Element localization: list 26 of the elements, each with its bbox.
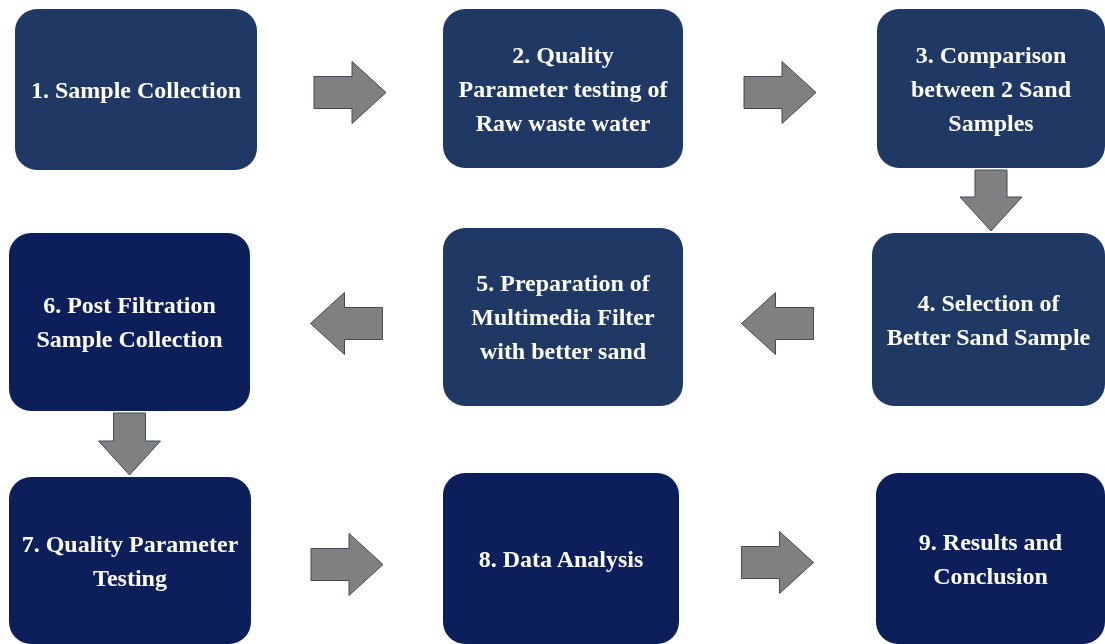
block-arrow	[741, 531, 814, 594]
block-arrow	[98, 412, 161, 476]
step-label: 6. Post Filtration Sample Collection	[35, 291, 224, 354]
block-arrow	[959, 169, 1023, 232]
process-box	[443, 473, 679, 644]
step-label: 4. Selection of Better Sand Sample	[885, 288, 1092, 352]
block-arrow	[743, 61, 817, 124]
block-arrow	[310, 533, 384, 596]
process-box	[9, 477, 251, 644]
process-box	[876, 473, 1105, 644]
process-box	[15, 9, 257, 170]
step-label: 3. Comparison between 2 Sand Samples	[910, 40, 1072, 138]
block-arrow	[741, 292, 814, 355]
step-label: 5. Preparation of Multimedia Filter with better sand	[470, 269, 656, 366]
process-box	[443, 9, 683, 168]
step-label: 8. Data Analysis	[478, 544, 644, 574]
block-arrow	[310, 292, 383, 355]
process-box	[877, 9, 1105, 168]
process-box	[9, 233, 250, 411]
step-label: 1. Sample Collection	[31, 75, 241, 105]
step-label: 2. Quality Parameter testing of Raw waste water	[457, 40, 669, 138]
block-arrow	[313, 61, 387, 124]
step-label: 9. Results and Conclusion	[917, 527, 1064, 591]
process-box	[872, 233, 1105, 406]
step-label: 7. Quality Parameter Testing	[21, 529, 239, 593]
process-box	[443, 228, 683, 406]
